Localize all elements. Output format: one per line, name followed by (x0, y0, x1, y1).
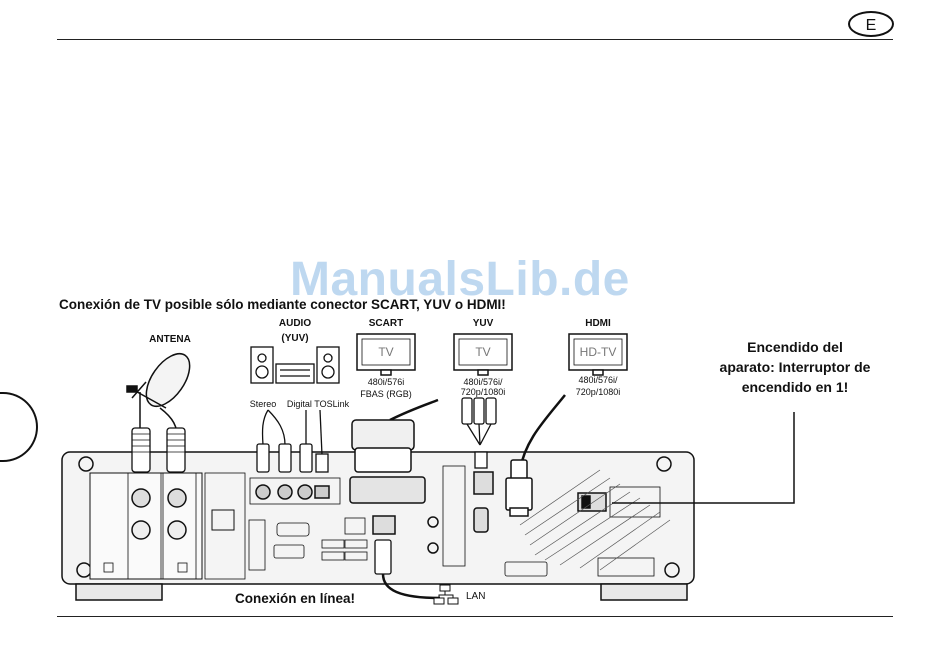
power-switch-note: Encendido del aparato: Interruptor de en… (700, 337, 890, 397)
tv-hdmi-screen-text: HD-TV (574, 346, 622, 358)
tv-connection-caption: Conexión de TV posible sólo mediante con… (59, 297, 506, 312)
hdmi-resolution-2: 720p/1080i (562, 386, 634, 398)
audio-label: AUDIO (265, 318, 325, 329)
scart-resolution-2: FBAS (RGB) (350, 388, 422, 400)
digital-toslink-label: Digital TOSLink (282, 398, 354, 410)
stereo-label: Stereo (244, 398, 282, 410)
scart-label: SCART (356, 318, 416, 329)
receiver-back-panel (62, 452, 694, 600)
power-note-line-2: aparato: Interruptor de (700, 357, 890, 377)
scart-resolution-1: 480i/576i (350, 376, 422, 388)
lan-label: LAN (466, 591, 485, 602)
yuv-label: YUV (453, 318, 513, 329)
satellite-dish (127, 346, 198, 438)
antenna-label: ANTENA (140, 334, 200, 345)
tv-scart-screen-text: TV (362, 346, 410, 358)
power-note-line-3: encendido en 1! (700, 377, 890, 397)
stereo-system-icon (251, 347, 339, 383)
network-icon (434, 585, 458, 604)
audio-yuv-label: (YUV) (265, 333, 325, 344)
power-note-line-1: Encendido del (700, 337, 890, 357)
online-connection-note: Conexión en línea! (235, 591, 355, 606)
yuv-resolution-2: 720p/1080i (447, 386, 519, 398)
tv-yuv-screen-text: TV (459, 346, 507, 358)
hdmi-label: HDMI (568, 318, 628, 329)
hdmi-resolution-1: 480i/576i/ (562, 374, 634, 386)
